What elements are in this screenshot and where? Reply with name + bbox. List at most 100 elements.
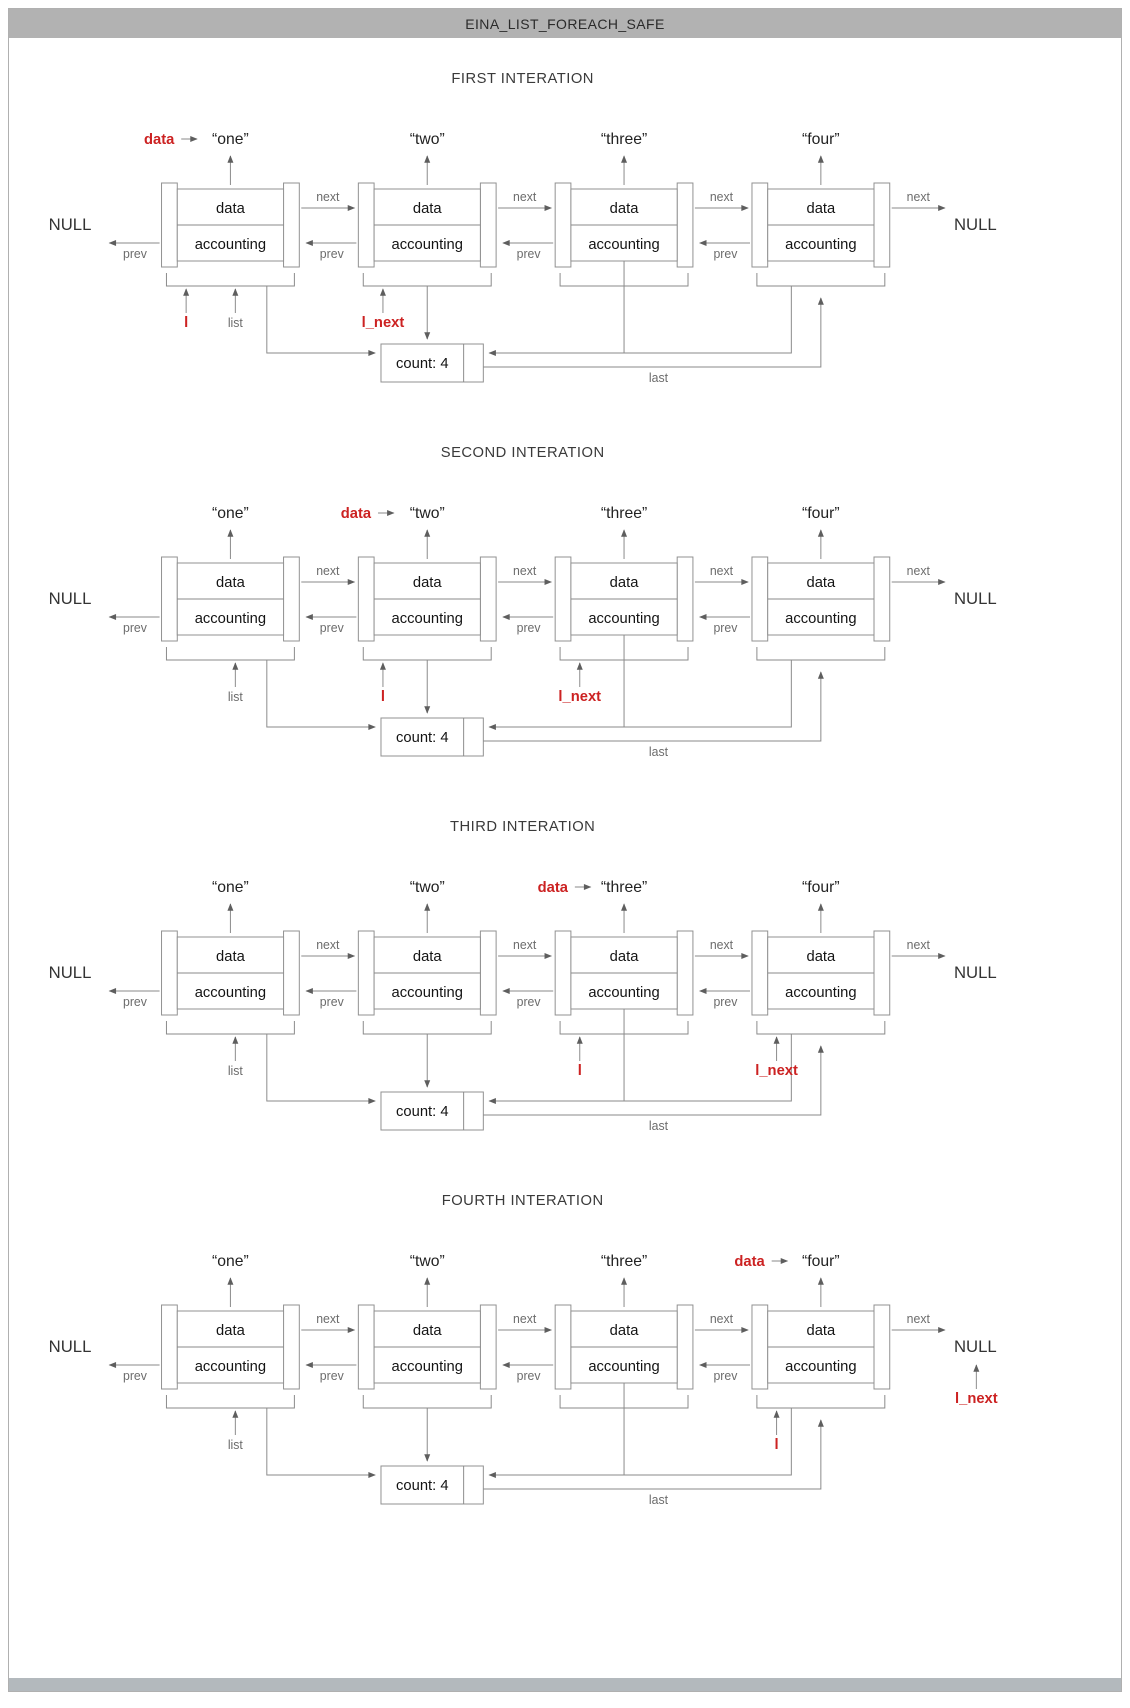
node4-accounting-link xyxy=(488,660,792,731)
last-label: last xyxy=(649,1493,669,1507)
node-string-label: “one” xyxy=(212,505,249,522)
null-left-label: NULL xyxy=(49,1337,92,1356)
data-cell-label: data xyxy=(216,201,245,217)
node-bracket xyxy=(756,647,886,661)
accounting-links xyxy=(266,635,792,731)
list-node: “three” data accounting next prev xyxy=(502,1253,749,1409)
list-node: “three” data accounting next prev xyxy=(502,505,749,661)
node-string-label: “four” xyxy=(802,131,840,148)
list-node: “two” data accounting next prev xyxy=(305,505,553,661)
data-pointer-label: data xyxy=(734,1254,765,1270)
list-node: “two” data accounting next prev xyxy=(305,879,553,1035)
node-string-label: “two” xyxy=(410,1253,445,1270)
list-node: “two” data accounting next prev xyxy=(305,131,553,287)
last-label: last xyxy=(649,371,669,385)
list-pointer: list xyxy=(228,1410,243,1452)
next-label: next xyxy=(316,190,340,204)
accounting-cell-label: accounting xyxy=(785,611,856,627)
list-node: “one” data accounting next prev xyxy=(108,1253,356,1409)
data-cell-label: data xyxy=(413,575,442,591)
count-label: count: 4 xyxy=(396,1478,449,1494)
iteration-section: SECOND INTERATION NULL NULL “one” data a… xyxy=(9,429,1121,803)
next-label: next xyxy=(907,564,931,578)
node-bracket xyxy=(362,273,492,287)
node-bracket xyxy=(756,1021,886,1035)
node-string-label: “one” xyxy=(212,1253,249,1270)
data-cell-label: data xyxy=(216,1323,245,1339)
last-pointer: last xyxy=(483,1419,824,1507)
node1-accounting-link xyxy=(266,1408,376,1479)
node1-accounting-link xyxy=(266,660,376,731)
node-string-label: “two” xyxy=(410,879,445,896)
data-pointer: data xyxy=(538,880,592,896)
last-label: last xyxy=(649,1119,669,1133)
last-pointer: last xyxy=(483,1045,824,1133)
count-box: count: 4 xyxy=(380,717,484,757)
last-pointer: last xyxy=(483,671,824,759)
list-node: “one” data accounting next prev xyxy=(108,879,356,1035)
list-node: “four” data accounting next prev xyxy=(699,879,946,1035)
page-frame: EINA_LIST_FOREACH_SAFE FIRST INTERATION … xyxy=(8,8,1122,1692)
node-string-label: “two” xyxy=(410,505,445,522)
l-pointer: l xyxy=(379,662,386,705)
node-box xyxy=(751,930,891,1016)
null-left-label: NULL xyxy=(49,589,92,608)
data-pointer: data xyxy=(144,132,198,148)
iteration-diagram: FIRST INTERATION NULL NULL “one” data ac… xyxy=(49,71,997,385)
accounting-cell-label: accounting xyxy=(588,611,659,627)
list-label: list xyxy=(228,690,244,704)
prev-label: prev xyxy=(123,247,148,261)
null-right-label: NULL xyxy=(954,589,997,608)
accounting-cell-label: accounting xyxy=(588,985,659,1001)
null-right-label: NULL xyxy=(954,1337,997,1356)
node-box xyxy=(161,1304,300,1390)
prev-label: prev xyxy=(517,995,542,1009)
node-string-label: “three” xyxy=(601,1253,647,1270)
prev-label: prev xyxy=(320,1369,345,1383)
data-cell-label: data xyxy=(806,201,835,217)
next-label: next xyxy=(513,190,537,204)
page-title: EINA_LIST_FOREACH_SAFE xyxy=(465,15,665,32)
l-next-label: l_next xyxy=(362,315,405,331)
node-box xyxy=(161,556,300,642)
prev-label: prev xyxy=(713,621,738,635)
next-label: next xyxy=(710,190,734,204)
data-cell-label: data xyxy=(413,1323,442,1339)
node-box xyxy=(161,930,300,1016)
accounting-cell-label: accounting xyxy=(785,985,856,1001)
null-left-label: NULL xyxy=(49,215,92,234)
data-pointer-label: data xyxy=(341,506,372,522)
data-cell-label: data xyxy=(610,949,639,965)
prev-label: prev xyxy=(713,1369,738,1383)
accounting-cell-label: accounting xyxy=(392,611,463,627)
prev-label: prev xyxy=(123,1369,148,1383)
l-next-pointer: l_next xyxy=(362,288,405,331)
node4-accounting-link xyxy=(488,1408,792,1479)
node-box xyxy=(751,556,891,642)
l-next-label: l_next xyxy=(558,689,601,705)
node-bracket xyxy=(165,647,295,661)
list-node: “three” data accounting next prev xyxy=(502,879,749,1035)
next-label: next xyxy=(316,564,340,578)
last-arrow xyxy=(483,297,824,368)
l-label: l xyxy=(578,1063,582,1079)
footer-bar xyxy=(9,1678,1121,1691)
node-string-label: “two” xyxy=(410,131,445,148)
node-bracket xyxy=(165,273,295,287)
node-box xyxy=(357,1304,497,1390)
accounting-cell-label: accounting xyxy=(195,1359,266,1375)
next-label: next xyxy=(316,1312,340,1326)
list-label: list xyxy=(228,1064,244,1078)
prev-label: prev xyxy=(517,247,542,261)
iterations-container: FIRST INTERATION NULL NULL “one” data ac… xyxy=(9,55,1121,1551)
node-bracket xyxy=(362,1021,492,1035)
prev-label: prev xyxy=(123,995,148,1009)
list-node: “one” data accounting next prev xyxy=(108,505,356,661)
node1-accounting-link xyxy=(266,286,376,357)
data-cell-label: data xyxy=(610,201,639,217)
list-pointer: list xyxy=(228,1036,244,1078)
iteration-section: THIRD INTERATION NULL NULL “one” data ac… xyxy=(9,803,1121,1177)
accounting-cell-label: accounting xyxy=(785,1359,856,1375)
null-right-label: NULL xyxy=(954,215,997,234)
node-string-label: “four” xyxy=(802,1253,840,1270)
